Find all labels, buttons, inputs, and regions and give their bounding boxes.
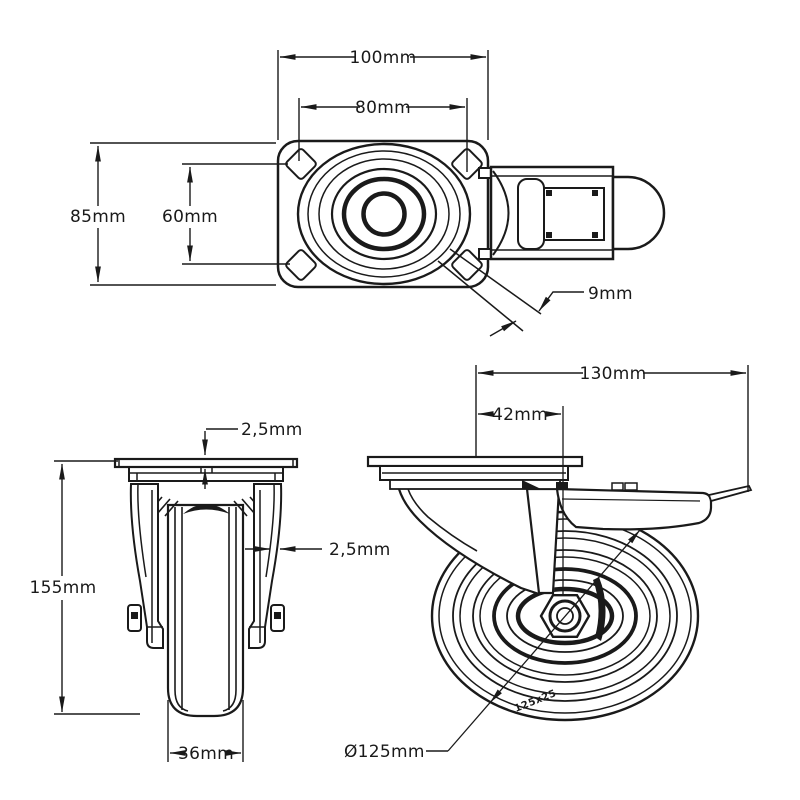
dim-overall-length: 130mm xyxy=(475,364,749,492)
dim-bolt-pattern-depth-label: 60mm xyxy=(162,207,218,227)
front-view: 2,5mm 155mm 36mm 2,5mm xyxy=(29,420,390,764)
dim-plate-thickness: 2,5mm xyxy=(202,420,303,489)
dim-plate-width-label: 100mm xyxy=(349,48,416,68)
swivel-bearing-rings xyxy=(296,142,472,286)
dim-wheel-width: 36mm xyxy=(167,700,244,764)
brake-bracket xyxy=(517,178,545,250)
dim-bolt-hole-diameter: 9mm xyxy=(437,248,633,337)
dim-overall-height: 155mm xyxy=(29,460,140,715)
dim-plate-depth-label: 85mm xyxy=(70,207,126,227)
dim-plate-width: 100mm xyxy=(277,48,489,140)
wheel-front xyxy=(148,496,264,718)
dim-swivel-offset-label: 42mm xyxy=(492,405,548,425)
bolt-hole-bottom-right xyxy=(451,249,483,281)
wheel-recess-shadow xyxy=(593,577,606,641)
dim-wheel-width-label: 36mm xyxy=(178,744,234,764)
brake-housing-side xyxy=(555,482,713,531)
brake-neck-lower xyxy=(478,248,492,260)
brake-pad-window xyxy=(543,187,605,241)
fork-right-leg xyxy=(248,483,285,649)
top-view: 100mm 80mm 85mm 60mm 9mm xyxy=(70,48,666,337)
dim-wheel-diameter: Ø125mm xyxy=(344,529,641,762)
swivel-housing-front xyxy=(128,465,284,482)
dim-bolt-pattern-width-label: 80mm xyxy=(355,98,411,118)
tire-top-shadow xyxy=(183,504,230,514)
dim-bolt-pattern-depth: 60mm xyxy=(162,163,290,265)
dim-fork-thickness: 2,5mm xyxy=(245,540,391,560)
dim-bolt-pattern-width: 80mm xyxy=(298,98,468,172)
fork-left-leg xyxy=(127,483,164,649)
side-view: 125x25 130mm 42mm Ø125mm xyxy=(344,364,753,762)
dim-overall-length-label: 130mm xyxy=(579,364,646,384)
dim-wheel-diameter-label: Ø125mm xyxy=(344,742,425,762)
brake-neck-upper xyxy=(478,167,492,179)
brake-pedal-top xyxy=(611,175,666,251)
bolt-hole-top-left xyxy=(285,148,317,180)
bolt-hole-bottom-left xyxy=(285,249,317,281)
mounting-plate-side xyxy=(366,455,584,490)
dim-overall-height-label: 155mm xyxy=(29,578,96,598)
dim-bolt-hole-diameter-label: 9mm xyxy=(588,284,633,304)
dim-plate-depth: 85mm xyxy=(70,142,276,286)
dim-plate-thickness-label: 2,5mm xyxy=(241,420,303,440)
wheel-arc-under-housing xyxy=(492,170,510,256)
mounting-plate-top xyxy=(276,139,490,289)
mounting-plate-front xyxy=(113,457,299,469)
brake-housing-top xyxy=(489,165,615,261)
fork-side xyxy=(397,487,561,596)
dim-swivel-offset: 42mm xyxy=(477,405,562,425)
brake-lever xyxy=(707,484,753,503)
dim-fork-thickness-label: 2,5mm xyxy=(329,540,391,560)
